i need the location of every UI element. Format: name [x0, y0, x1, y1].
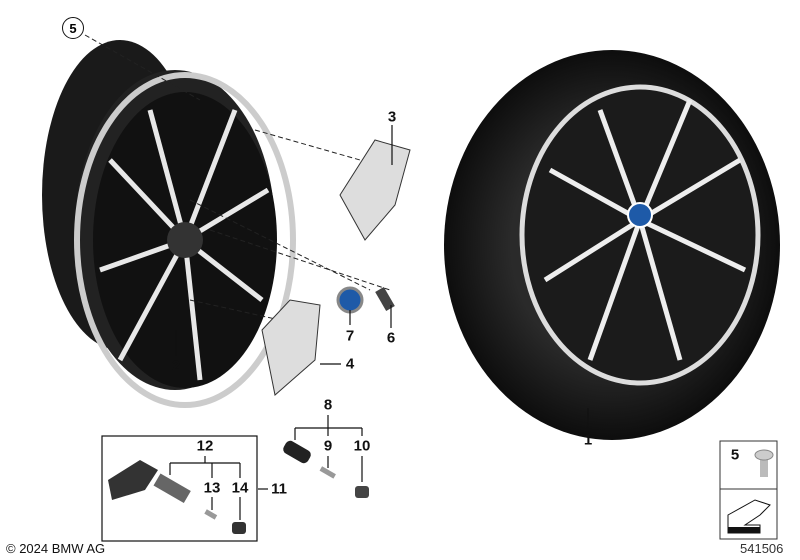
callout-14: 14 — [231, 479, 249, 497]
callout-13: 13 — [203, 479, 221, 497]
callout-5-circled: 5 — [62, 17, 84, 39]
callout-7: 7 — [345, 327, 355, 345]
diagram-number: 541506 — [740, 541, 784, 556]
valve-stem-8 — [283, 440, 311, 464]
callout-12: 12 — [196, 437, 214, 455]
callout-6: 6 — [386, 329, 396, 347]
complete-wheel — [444, 50, 780, 440]
wheel-bolt-6 — [375, 286, 395, 312]
tpms-kit-box — [101, 435, 258, 542]
legend-callout-5: 5 — [730, 446, 740, 464]
trim-insert-4 — [261, 299, 321, 396]
callout-4: 4 — [345, 355, 355, 373]
callout-8: 8 — [323, 396, 333, 414]
callout-1: 1 — [583, 431, 593, 449]
callout-11: 11 — [271, 480, 287, 498]
alloy-rim — [42, 40, 296, 408]
callout-3: 3 — [387, 108, 397, 126]
callout-10: 10 — [353, 437, 371, 455]
callout-9: 9 — [323, 437, 333, 455]
bmw-emblem-icon — [627, 202, 653, 228]
legend-box — [719, 440, 778, 540]
hub-cap-7 — [336, 286, 364, 314]
copyright: © 2024 BMW AG — [6, 541, 106, 556]
tpms-valve — [153, 473, 191, 504]
tpms-sensor — [108, 460, 158, 500]
trim-insert-3 — [339, 139, 411, 241]
callout-2: 2 — [171, 357, 181, 375]
